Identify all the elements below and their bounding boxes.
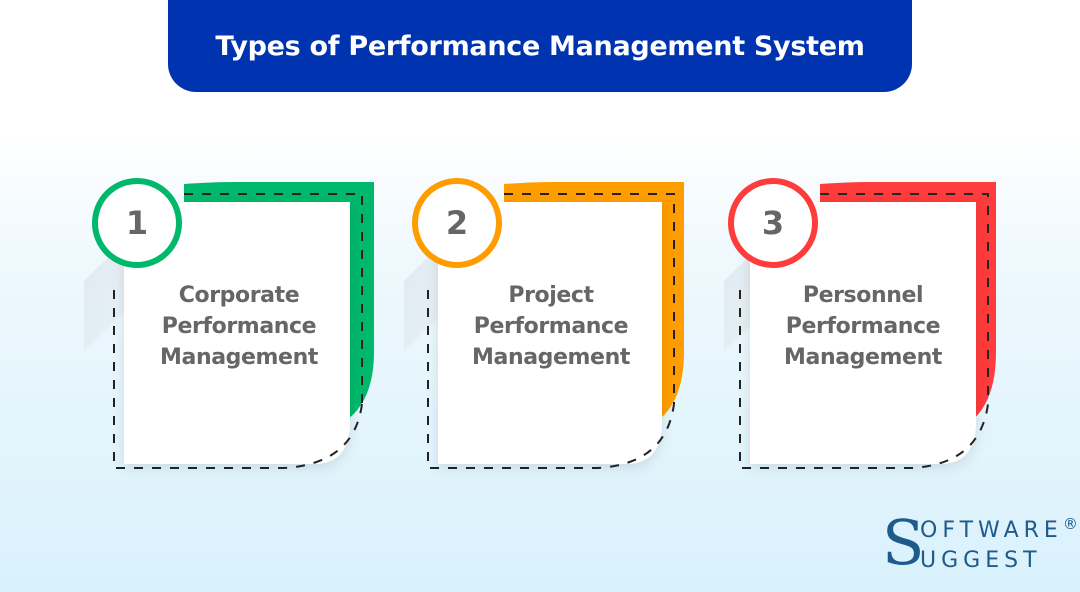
label-line: Performance [161, 314, 317, 339]
registered-mark-icon: ® [1062, 515, 1078, 533]
label-line: Personnel [802, 283, 924, 308]
label-line: Corporate [178, 283, 300, 308]
label-line: Management [784, 345, 942, 370]
card-shape [84, 182, 374, 469]
step-number-badge: 1 [92, 178, 182, 268]
logo-text: OFTWARE [920, 518, 1063, 543]
softwaresuggest-logo: S OFTWARE® UGGEST [882, 506, 1078, 580]
page-title: Types of Performance Management System [215, 30, 865, 62]
label-line: Project [508, 283, 594, 308]
label-line: Management [160, 345, 318, 370]
label-line: Management [472, 345, 630, 370]
card-personnel: 3 Personnel Performance Management [724, 172, 1024, 482]
card-label: Project Performance Management [436, 280, 666, 373]
step-number-badge: 3 [728, 178, 818, 268]
card-shape [724, 182, 996, 469]
logo-line-2: UGGEST [920, 548, 1042, 573]
label-line: Performance [473, 314, 629, 339]
label-line: Performance [785, 314, 941, 339]
logo-line-1: OFTWARE® [920, 515, 1078, 543]
card-label: Corporate Performance Management [124, 280, 354, 373]
card-corporate: 1 Corporate Performance Management [84, 172, 384, 482]
card-shape [404, 182, 684, 469]
logo-text: UGGEST [920, 548, 1042, 573]
card-project: 2 Project Performance Management [404, 172, 704, 482]
card-label: Personnel Performance Management [748, 280, 978, 373]
logo-initial: S [882, 506, 925, 579]
title-banner: Types of Performance Management System [168, 0, 912, 92]
step-number-badge: 2 [412, 178, 502, 268]
